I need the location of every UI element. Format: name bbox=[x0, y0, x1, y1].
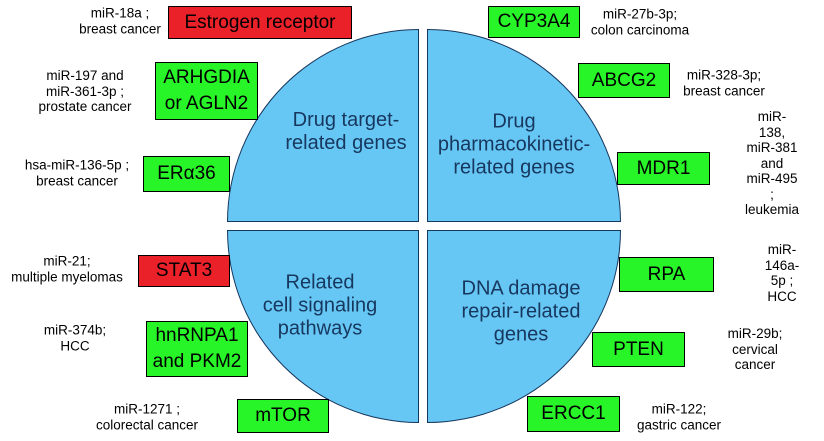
gene-box-pten: PTEN bbox=[592, 332, 685, 367]
quadrant-dna-repair bbox=[427, 230, 621, 423]
note-mir-122: miR-122; gastric cancer bbox=[636, 401, 722, 433]
gene-box-rpa: RPA bbox=[619, 257, 714, 292]
note-mir-328: miR-328-3p; breast cancer bbox=[683, 67, 765, 99]
quadrant-drug-pharmacokinetic bbox=[427, 29, 621, 222]
quadrant-drug-target bbox=[227, 29, 419, 222]
note-mir-136: hsa-miR-136-5p ; breast cancer bbox=[24, 157, 130, 189]
note-mir-21: miR-21; multiple myelomas bbox=[11, 253, 123, 285]
gene-box-stat3: STAT3 bbox=[138, 255, 230, 287]
quadrant-cell-signaling bbox=[227, 230, 419, 423]
note-mir-27b: miR-27b-3p; colon carcinoma bbox=[590, 6, 690, 38]
note-mir-374b: miR-374b; HCC bbox=[43, 322, 107, 354]
gene-box-estrogen-receptor: Estrogen receptor bbox=[168, 6, 352, 39]
gene-box-arhgdia-agln2: ARHGDIA or AGLN2 bbox=[155, 62, 258, 120]
gene-box-cyp3a4: CYP3A4 bbox=[488, 6, 580, 38]
note-mir-197: miR-197 and miR-361-3p ; prostate cancer bbox=[38, 67, 132, 114]
gene-box-abcg2: ABCG2 bbox=[578, 63, 670, 98]
note-mir-18a: miR-18a ; breast cancer bbox=[79, 5, 161, 37]
gene-box-era36: ERα36 bbox=[143, 156, 230, 192]
gene-box-hnrnpa1-pkm2: hnRNPA1 and PKM2 bbox=[146, 321, 248, 377]
note-mir-29b: miR-29b; cervical cancer bbox=[727, 325, 783, 372]
gene-box-mtor: mTOR bbox=[237, 399, 329, 433]
gene-box-ercc1: ERCC1 bbox=[527, 396, 620, 432]
note-mir-138: miR-138, miR-381 and miR-495 ; leukemia bbox=[744, 108, 800, 217]
note-mir-1271: miR-1271 ; colorectal cancer bbox=[95, 401, 199, 433]
gene-box-mdr1: MDR1 bbox=[617, 152, 710, 185]
note-mir-146a: miR-146a-5p ; HCC bbox=[764, 242, 800, 304]
